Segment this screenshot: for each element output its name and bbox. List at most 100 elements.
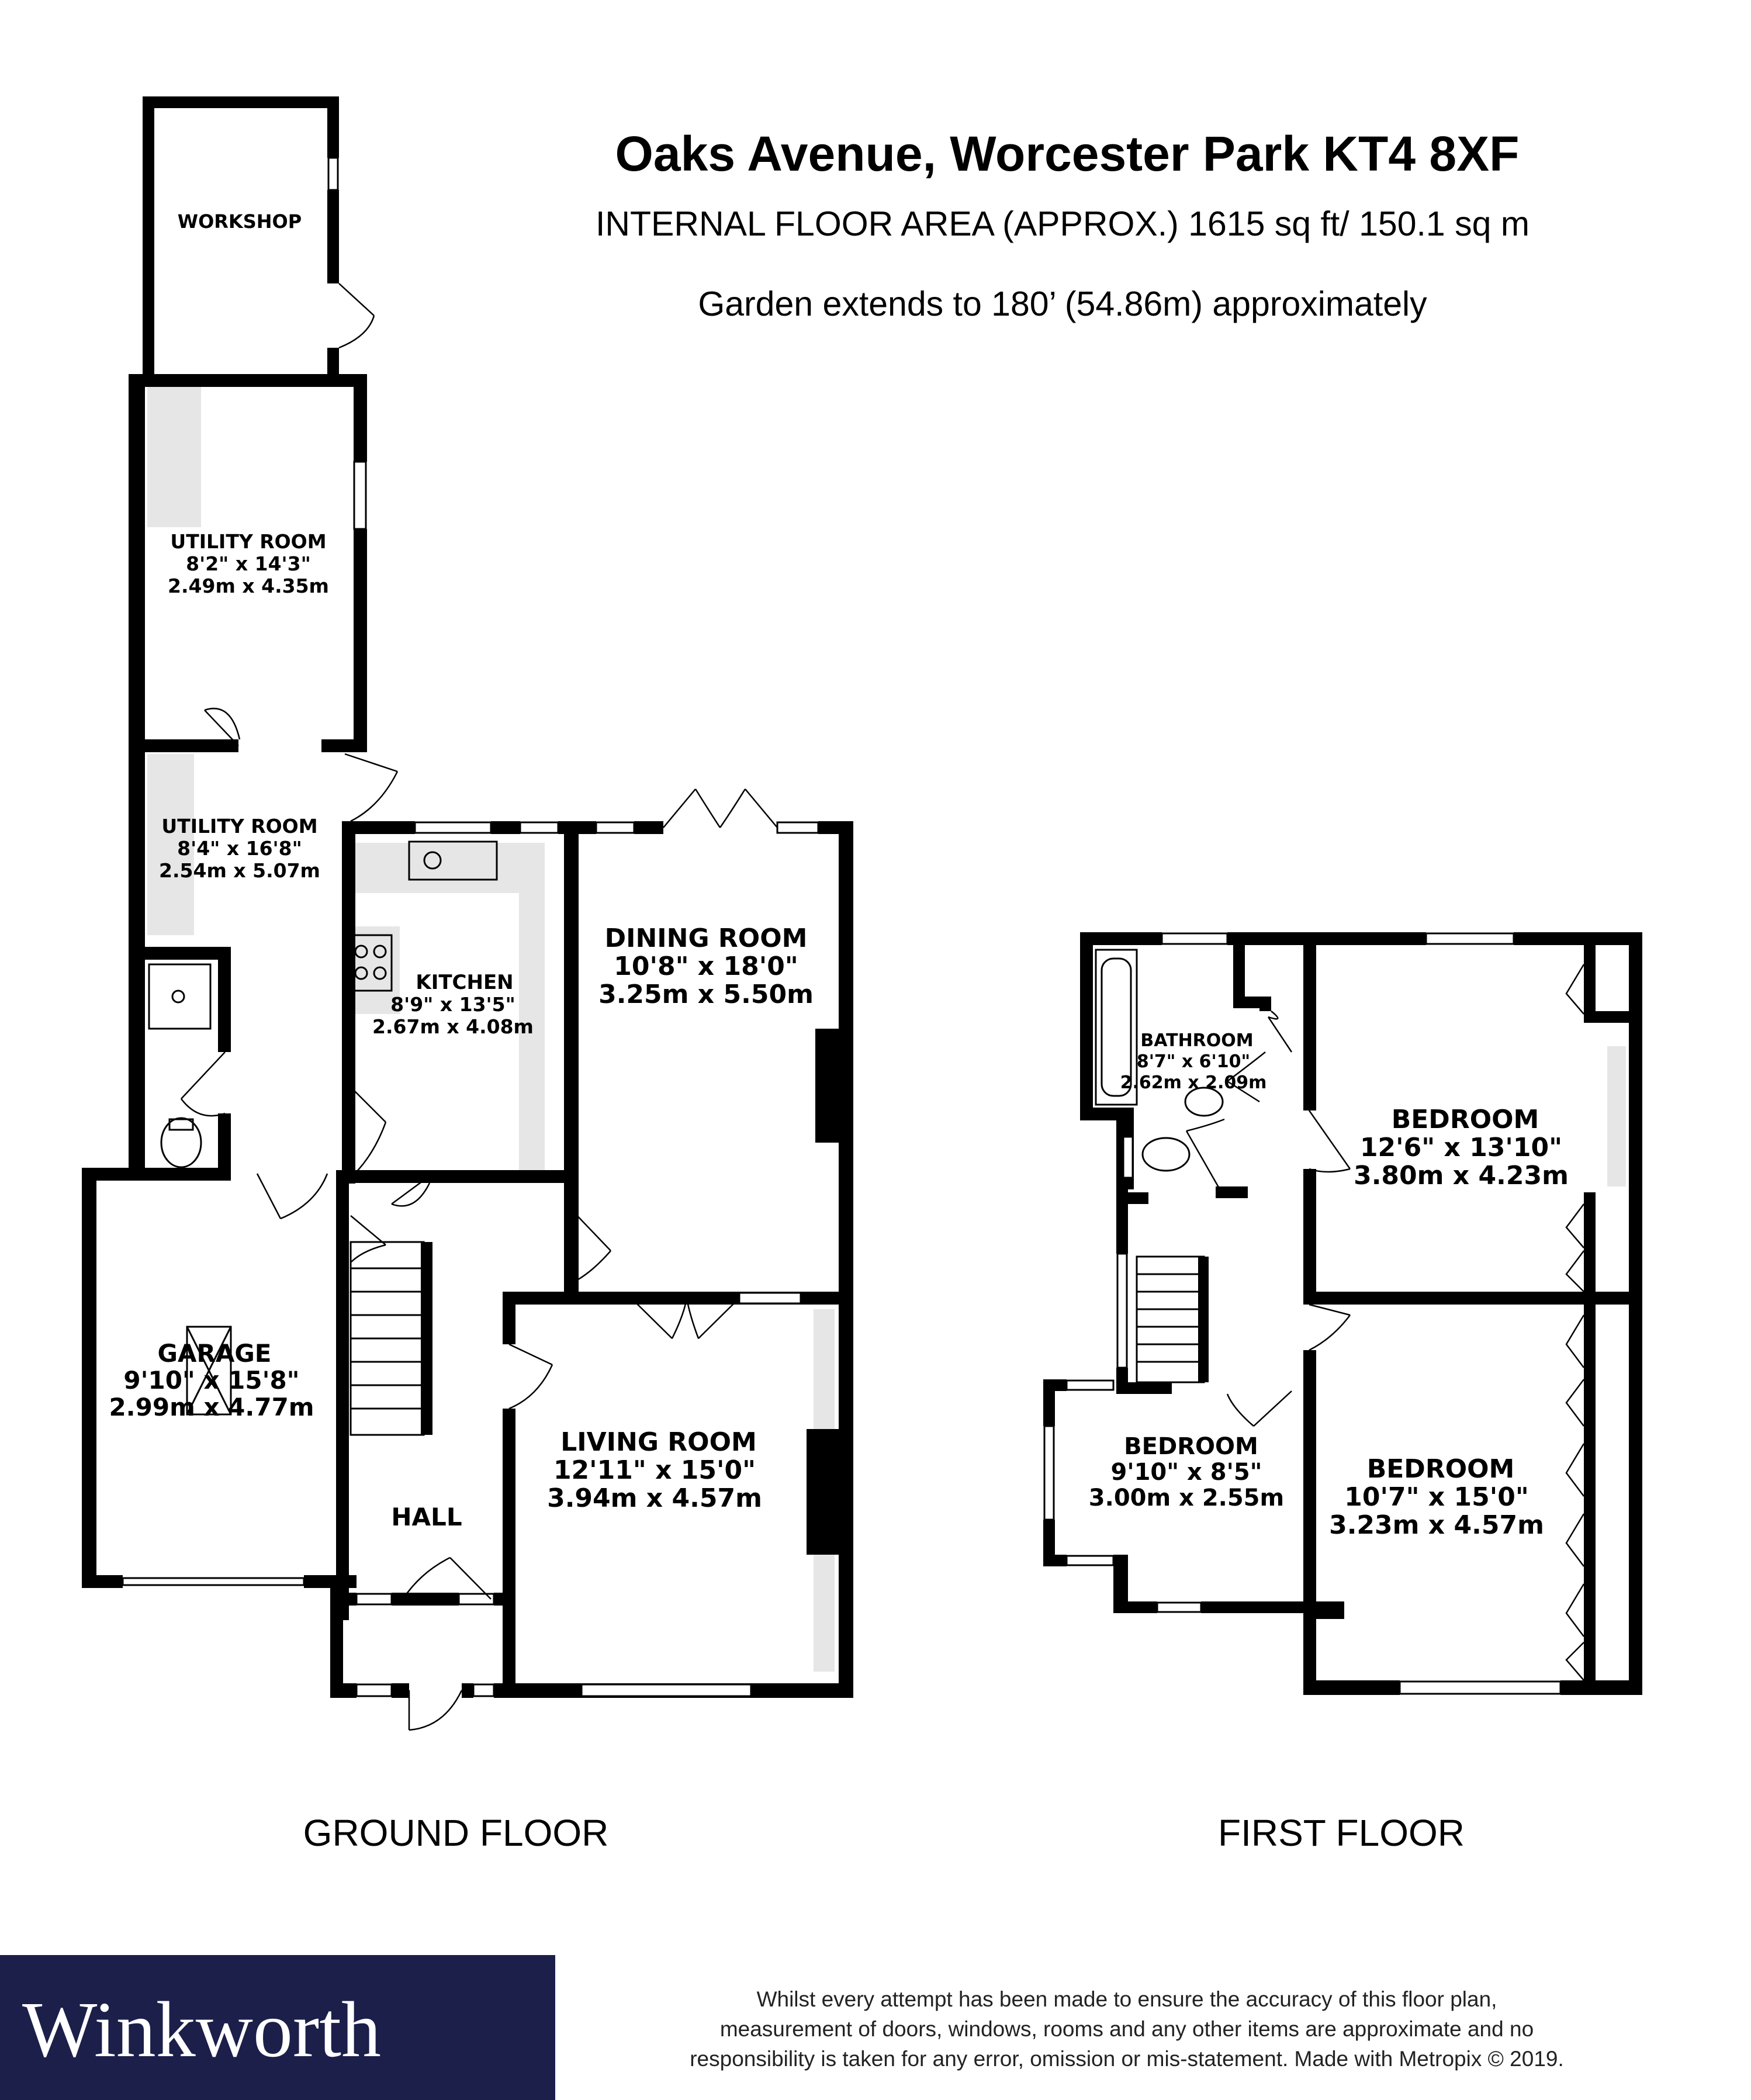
living-front-window <box>580 1683 752 1697</box>
kitchen-metric: 2.67m x 4.08m <box>372 1015 534 1038</box>
bedroom-1-name: BEDROOM <box>1392 1105 1539 1134</box>
garage-metric: 2.99m x 4.77m <box>109 1393 314 1421</box>
bedroom-1-alcove <box>1607 1046 1626 1186</box>
living-double-doors <box>631 1298 740 1339</box>
bedroom-3-name: BEDROOM <box>1367 1454 1515 1484</box>
bathroom-metric: 2.62m x 2.09m <box>1120 1073 1267 1093</box>
kitchen-name: KITCHEN <box>416 971 513 994</box>
bedroom-3-imperial: 10'7" x 15'0" <box>1344 1482 1529 1512</box>
utility-front-imperial: 8'4" x 16'8" <box>177 837 302 860</box>
ground-wc <box>160 1117 202 1168</box>
garage-door <box>256 1173 328 1220</box>
utility-front-metric: 2.54m x 5.07m <box>159 859 320 882</box>
dining-metric: 3.25m x 5.50m <box>598 980 814 1009</box>
shower-tray <box>148 963 212 1030</box>
ground-floor-label: GROUND FLOOR <box>303 1812 609 1854</box>
kitchen-door <box>353 1089 387 1175</box>
bathroom-door <box>1227 1051 1266 1103</box>
dining-door <box>571 1209 611 1284</box>
bedroom-2-door <box>1226 1390 1292 1427</box>
kitchen-window-2 <box>519 821 559 834</box>
utility-rear-metric: 2.49m x 4.35m <box>168 575 329 597</box>
bath <box>1095 949 1138 1106</box>
porch-inner-window-right <box>458 1593 495 1606</box>
garage-skylight <box>186 1326 232 1416</box>
bathroom-window <box>1161 932 1229 945</box>
bedroom-1-window <box>1425 932 1515 945</box>
porch-window-right <box>472 1683 495 1697</box>
hall-door-to-kitchen <box>391 1175 431 1207</box>
property-title: Oaks Avenue, Worcester Park KT4 8XF <box>615 126 1520 181</box>
utility-rear-imperial: 8'2" x 14'3" <box>186 552 311 575</box>
utility-front-name: UTILITY ROOM <box>161 815 317 838</box>
bedroom-2-name: BEDROOM <box>1124 1433 1258 1460</box>
bedroom-1-wardrobe-doors <box>1565 964 1585 1292</box>
bathroom-name: BATHROOM <box>1140 1030 1253 1051</box>
hall-door-under-stairs <box>350 1215 386 1263</box>
living-hall-door <box>508 1343 553 1410</box>
bedroom-2-metric: 3.00m x 2.55m <box>1089 1485 1284 1511</box>
dining-window-right <box>776 821 819 834</box>
shower-room-door <box>181 1051 226 1117</box>
wc-door <box>1185 1118 1225 1193</box>
living-metric: 3.94m x 4.57m <box>547 1483 762 1513</box>
bedroom-3-metric: 3.23m x 4.57m <box>1329 1510 1544 1540</box>
disclaimer-line-3: responsibility is taken for any error, o… <box>690 2047 1564 2071</box>
bedroom-1-imperial: 12'6" x 13'10" <box>1360 1133 1562 1163</box>
living-top-window <box>738 1292 802 1305</box>
workshop-window <box>327 157 339 191</box>
living-imperial: 12'11" x 15'0" <box>553 1455 756 1485</box>
disclaimer-line-1: Whilst every attempt has been made to en… <box>757 1987 1497 2011</box>
bedroom-2-window <box>1156 1601 1202 1613</box>
garage-imperial: 9'10" x 15'8" <box>123 1366 299 1395</box>
bay-window-bottom <box>1065 1555 1115 1566</box>
utility-front-door <box>344 753 399 822</box>
first-floor-wc <box>1141 1137 1191 1172</box>
utility-rear-window <box>353 461 367 530</box>
bathroom-imperial: 8'7" x 6'10" <box>1137 1051 1250 1072</box>
ground-floor-plan <box>82 96 853 1731</box>
utility-rear-door <box>204 707 241 746</box>
kitchen-window-1 <box>414 821 492 834</box>
bedroom-2-bay-window <box>1043 1425 1055 1521</box>
first-floor-plan <box>1043 932 1642 1695</box>
bedroom-1-door <box>1308 1110 1351 1173</box>
bedroom-3-door <box>1309 1303 1351 1351</box>
living-name: LIVING ROOM <box>560 1427 757 1457</box>
utility-rear-name: UTILITY ROOM <box>170 530 326 553</box>
room-labels: WORKSHOP UTILITY ROOM 8'2" x 14'3" 2.49m… <box>109 210 1568 1540</box>
kitchen-sink <box>408 840 498 881</box>
brand-logo: Winkworth <box>22 1986 381 2074</box>
kitchen-worktop-top <box>351 843 544 893</box>
floor-area: INTERNAL FLOOR AREA (APPROX.) 1615 sq ft… <box>596 205 1529 243</box>
garage-name: GARAGE <box>158 1339 272 1368</box>
landing-window <box>1116 1253 1128 1369</box>
kitchen-worktop-side <box>519 843 545 1170</box>
disclaimer-line-2: measurement of doors, windows, rooms and… <box>720 2017 1534 2041</box>
dining-french-doors <box>663 788 778 828</box>
first-floor-stairs <box>1136 1255 1205 1383</box>
utility-worktop-lower <box>147 754 194 935</box>
hall-name: HALL <box>391 1503 462 1531</box>
dining-name: DINING ROOM <box>605 923 808 953</box>
porch-inner-window-left <box>355 1593 393 1606</box>
wc-window <box>1122 1136 1134 1179</box>
bathroom-basin <box>1184 1087 1224 1117</box>
first-floor-label: FIRST FLOOR <box>1218 1812 1465 1854</box>
kitchen-imperial: 8'9" x 13'5" <box>390 993 515 1016</box>
airing-cupboard-door <box>1267 1011 1293 1053</box>
garage-door-opening <box>122 1577 305 1586</box>
kitchen-hob <box>348 934 393 992</box>
utility-worktop <box>147 384 201 527</box>
hall-inner-door <box>402 1556 492 1600</box>
workshop-name: WORKSHOP <box>178 210 302 233</box>
bedroom-1-metric: 3.80m x 4.23m <box>1354 1161 1569 1191</box>
brand-panel <box>0 1955 555 2100</box>
bedroom-2-imperial: 9'10" x 8'5" <box>1111 1459 1262 1486</box>
workshop-door <box>338 283 375 349</box>
bay-window-top <box>1065 1379 1115 1391</box>
dining-window-left <box>595 821 635 834</box>
bedroom-3-wardrobe-doors <box>1565 1314 1585 1681</box>
dining-imperial: 10'8" x 18'0" <box>614 952 798 981</box>
